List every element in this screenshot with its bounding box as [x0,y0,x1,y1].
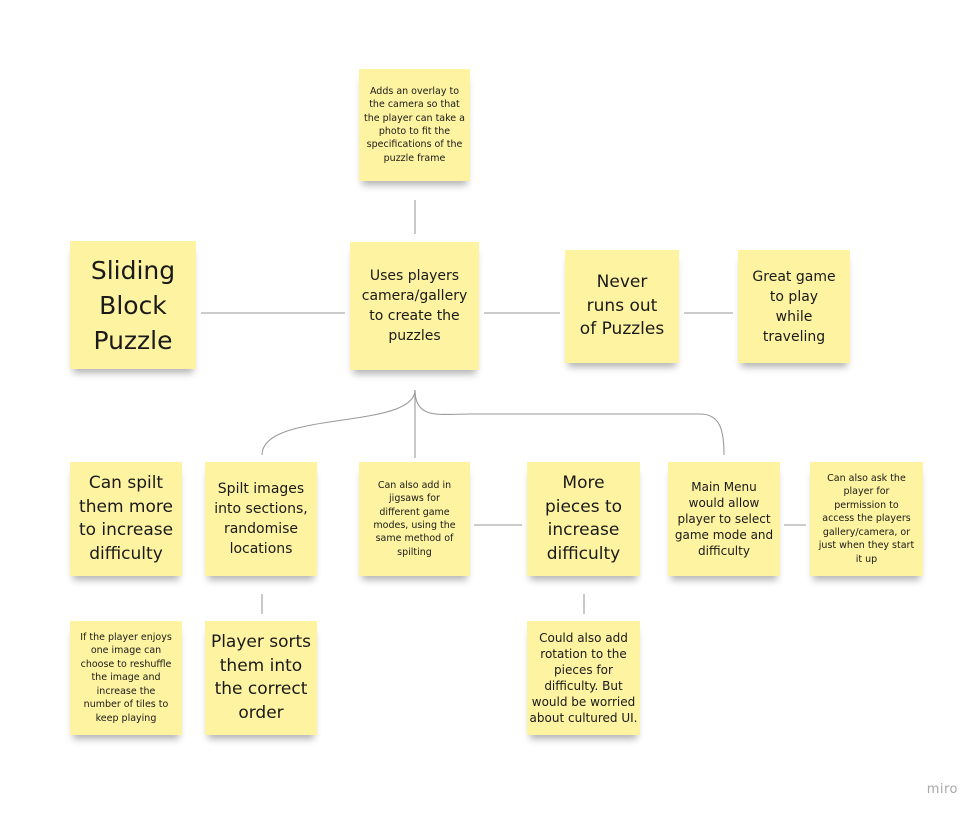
note-text: Can also add in jigsaws for different ga… [373,479,456,558]
miro-watermark: miro [926,782,958,797]
sticky-note-rotation[interactable]: Could also add rotation to the pieces fo… [527,621,640,735]
sticky-note-camera-overlay[interactable]: Adds an overlay to the camera so that th… [359,69,470,181]
sticky-note-more-pieces[interactable]: More pieces to increase difficulty [527,462,640,576]
sticky-note-main-menu[interactable]: Main Menu would allow player to select g… [668,462,780,576]
note-text: Great game to play while traveling [752,268,836,345]
sticky-note-player-sorts[interactable]: Player sorts them into the correct order [205,621,317,735]
note-text: Can also ask the player for permission t… [818,473,915,565]
note-text: Adds an overlay to the camera so that th… [364,85,465,164]
connector-camera-menu [414,389,725,456]
sticky-note-jigsaws[interactable]: Can also add in jigsaws for different ga… [359,462,470,576]
note-text: Can spilt them more to increase difficul… [78,473,174,564]
sticky-note-title[interactable]: Sliding Block Puzzle [70,241,196,369]
note-text: Never runs out of Puzzles [579,272,665,340]
note-text: Spilt images into sections, randomise lo… [214,481,308,557]
sticky-note-reshuffle[interactable]: If the player enjoys one image can choos… [70,621,182,735]
note-text: If the player enjoys one image can choos… [80,632,172,724]
note-text: Sliding Block Puzzle [90,255,176,355]
note-text: More pieces to increase difficulty [544,473,623,564]
sticky-note-never-runs-out[interactable]: Never runs out of Puzzles [565,250,679,363]
sticky-note-uses-camera[interactable]: Uses players camera/gallery to create th… [350,242,479,370]
note-text: Main Menu would allow player to select g… [674,480,774,558]
sticky-note-travel[interactable]: Great game to play while traveling [738,250,850,363]
connector-camera-split [261,389,416,456]
note-text: Could also add rotation to the pieces fo… [529,631,638,725]
note-text: Uses players camera/gallery to create th… [361,268,468,344]
note-text: Player sorts them into the correct order [210,632,312,723]
sticky-note-split-images[interactable]: Spilt images into sections, randomise lo… [205,462,317,576]
sticky-note-permission[interactable]: Can also ask the player for permission t… [810,462,923,576]
sticky-note-can-split[interactable]: Can spilt them more to increase difficul… [70,462,182,576]
